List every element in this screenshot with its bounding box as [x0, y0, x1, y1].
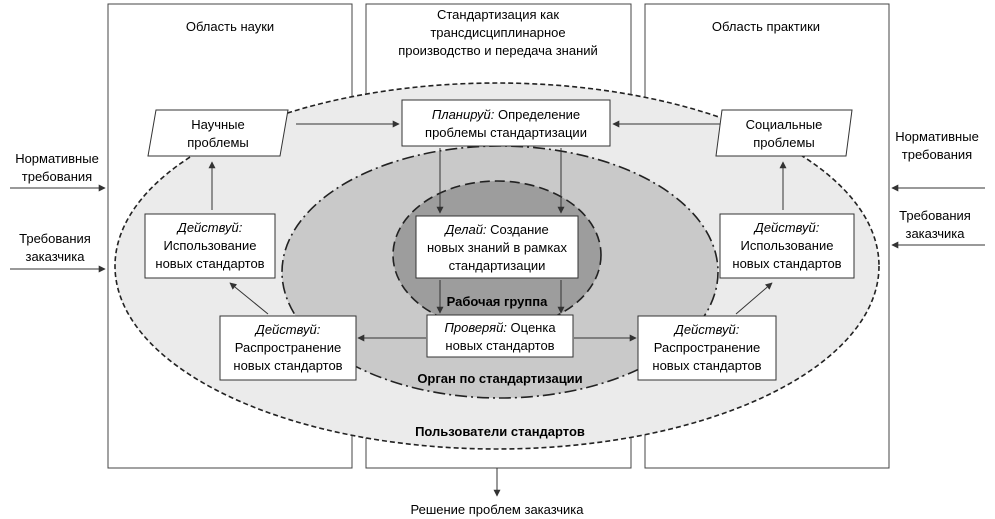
standardization-column-title-2: трансдисциплинарное — [430, 25, 565, 40]
act-spread-left-box — [219, 315, 357, 381]
act-use-left-line2: Использование — [164, 238, 257, 253]
act-spread-right-line2: Распространение — [654, 340, 760, 355]
check-line2: новых стандартов — [445, 338, 554, 353]
act-use-left-box — [144, 213, 276, 279]
act-spread-left-line3: новых стандартов — [233, 358, 342, 373]
scientific-problems-line1: Научные — [191, 117, 245, 132]
body-label: Орган по стандартизации — [417, 371, 582, 386]
act-use-left-line1: Действуй: — [176, 220, 243, 235]
arrow-spread-to-use-right — [735, 282, 773, 315]
act-spread-right-box — [637, 315, 777, 381]
act-use-right-box — [719, 213, 855, 279]
do-line2: новых знаний в рамках — [427, 240, 568, 255]
standardization-column-title-3: производство и передача знаний — [398, 43, 598, 58]
check-line1: Проверяй: Оценка — [444, 320, 556, 335]
output-label: Решение проблем заказчика — [410, 502, 584, 517]
act-use-right-line1: Действуй: — [753, 220, 820, 235]
social-problems-box — [715, 109, 853, 157]
customer-left-line2: заказчика — [25, 249, 85, 264]
customer-right-line2: заказчика — [905, 226, 965, 241]
act-spread-left-line1: Действуй: — [254, 322, 321, 337]
act-spread-right-line1: Действуй: — [673, 322, 740, 337]
users-label: Пользователи стандартов — [415, 424, 585, 439]
social-problems-line1: Социальные — [746, 117, 823, 132]
do-line1: Делай: Создание — [443, 222, 549, 237]
act-use-left-line3: новых стандартов — [155, 256, 264, 271]
science-column-title: Область науки — [186, 19, 274, 34]
do-line3: стандартизации — [449, 258, 546, 273]
group-label: Рабочая группа — [447, 294, 548, 309]
plan-box — [401, 99, 611, 147]
normative-left-line1: Нормативные — [15, 151, 99, 166]
act-spread-right-line3: новых стандартов — [652, 358, 761, 373]
scientific-problems-line2: проблемы — [187, 135, 248, 150]
normative-left-line2: требования — [22, 169, 92, 184]
customer-right-line1: Требования — [899, 208, 971, 223]
plan-line1: Планируй: Определение — [432, 107, 580, 122]
act-spread-left-line2: Распространение — [235, 340, 341, 355]
act-use-right-line3: новых стандартов — [732, 256, 841, 271]
practice-column-title: Область практики — [712, 19, 820, 34]
normative-right-line1: Нормативные — [895, 129, 979, 144]
check-box — [426, 314, 574, 358]
act-use-right-line2: Использование — [741, 238, 834, 253]
standardization-column-title-1: Стандартизация как — [437, 7, 559, 22]
normative-right-line2: требования — [902, 147, 972, 162]
scientific-problems-box — [147, 109, 289, 157]
do-box — [415, 215, 579, 279]
customer-left-line1: Требования — [19, 231, 91, 246]
social-problems-line2: проблемы — [753, 135, 814, 150]
arrow-spread-to-use-left — [229, 282, 269, 315]
plan-line2: проблемы стандартизации — [425, 125, 587, 140]
